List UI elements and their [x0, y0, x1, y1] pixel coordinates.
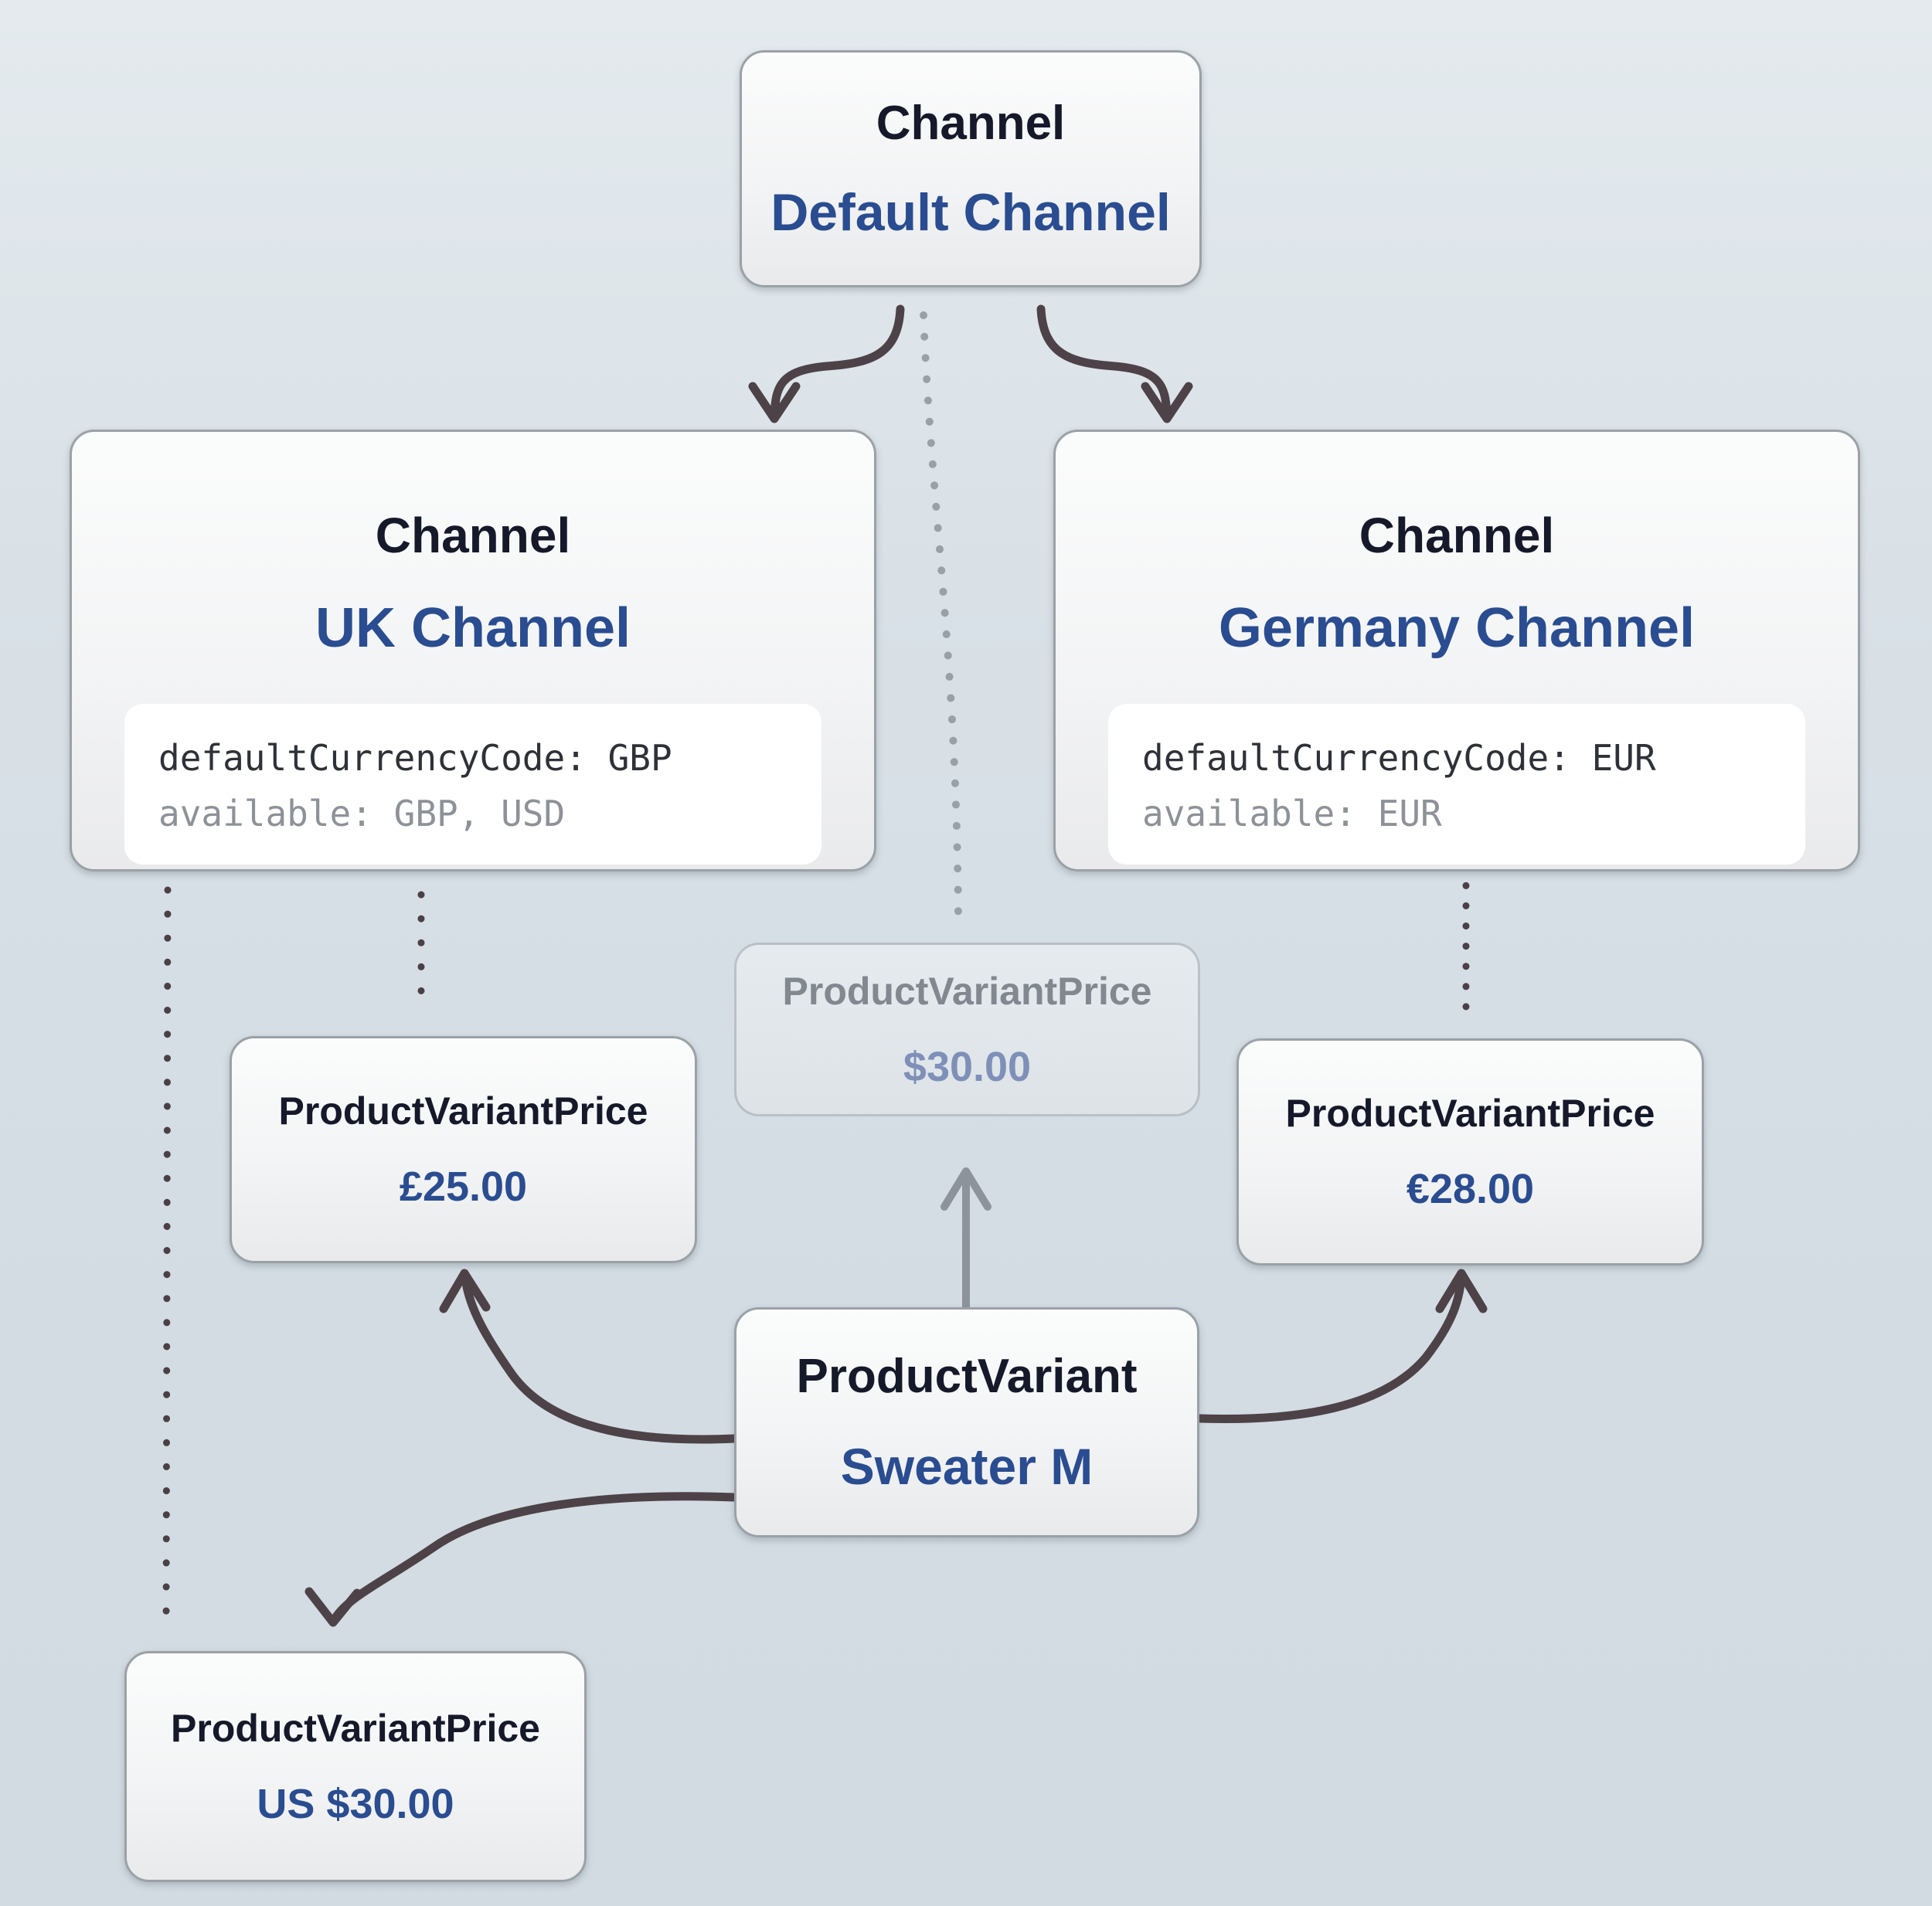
node-entity-name: Germany Channel: [1218, 597, 1696, 659]
node-product-variant: ProductVariant Sweater M: [734, 1307, 1199, 1537]
node-uk-product-variant-price: ProductVariantPrice £25.00: [230, 1036, 697, 1263]
code-line-default-currency: defaultCurrencyCode: EUR: [1142, 737, 1656, 779]
node-price-value: US $30.00: [257, 1780, 454, 1827]
node-entity-name: UK Channel: [315, 597, 631, 659]
node-type-label: Channel: [876, 96, 1066, 150]
code-line-available-currencies: available: EUR: [1142, 793, 1442, 834]
node-entity-name: Sweater M: [840, 1438, 1094, 1495]
arrow-default-channel-to-uk-channel: [748, 304, 905, 423]
arrow-product-variant-to-usd-price: [304, 1492, 739, 1627]
node-price-value: $30.00: [903, 1043, 1032, 1090]
code-line-default-currency: defaultCurrencyCode: GBP: [158, 737, 672, 779]
node-type-label: ProductVariantPrice: [1285, 1092, 1655, 1135]
node-germany-channel: Channel Germany Channel defaultCurrencyC…: [1053, 430, 1860, 871]
uk-channel-currency-code-block: defaultCurrencyCode: GBP available: GBP,…: [124, 704, 821, 865]
node-type-label: ProductVariant: [796, 1350, 1138, 1403]
code-line-available-currencies: available: GBP, USD: [158, 793, 566, 834]
dotted-line-default-channel-to-default-price: [920, 311, 962, 925]
node-type-label: Channel: [1359, 508, 1555, 563]
dotted-line-uk-channel-to-usd-price: [162, 886, 172, 1630]
node-usd-product-variant-price: ProductVariantPrice US $30.00: [124, 1651, 587, 1882]
node-price-value: £25.00: [399, 1164, 528, 1210]
node-uk-channel: Channel UK Channel defaultCurrencyCode: …: [70, 430, 876, 871]
arrow-product-variant-to-default-price: [940, 1167, 992, 1316]
germany-channel-currency-code-block: defaultCurrencyCode: EUR available: EUR: [1108, 704, 1805, 865]
node-germany-product-variant-price: ProductVariantPrice €28.00: [1236, 1038, 1704, 1266]
node-default-product-variant-price: ProductVariantPrice $30.00: [734, 943, 1200, 1116]
node-default-channel: Channel Default Channel: [740, 50, 1202, 287]
node-type-label: ProductVariantPrice: [171, 1706, 540, 1750]
node-type-label: ProductVariantPrice: [782, 969, 1152, 1013]
node-type-label: ProductVariantPrice: [278, 1089, 648, 1133]
arrow-product-variant-to-germany-price: [1196, 1269, 1488, 1423]
node-price-value: €28.00: [1406, 1166, 1535, 1212]
node-entity-name: Default Channel: [770, 182, 1171, 242]
node-type-label: Channel: [375, 508, 571, 563]
arrow-product-variant-to-uk-price: [439, 1269, 739, 1444]
arrow-default-channel-to-germany-channel: [1036, 304, 1193, 423]
